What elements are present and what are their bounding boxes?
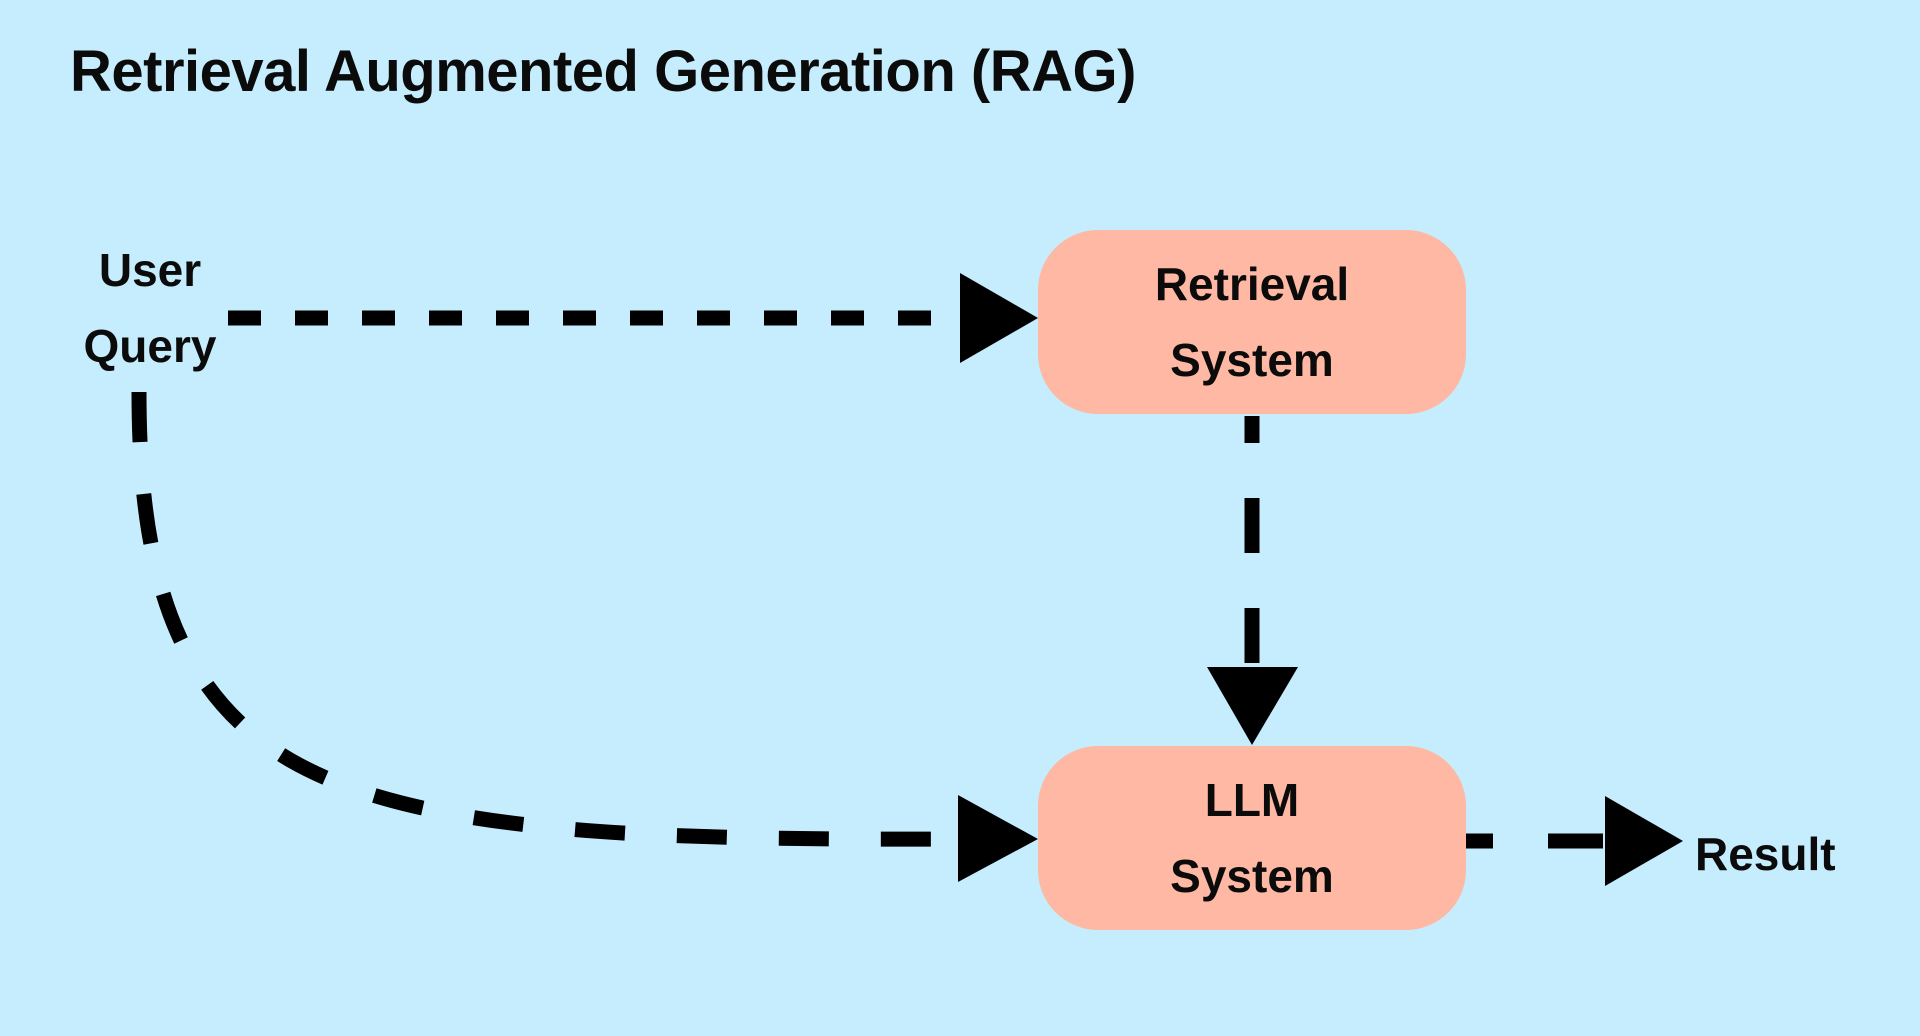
edge-retrieval-to-llm [1207,416,1298,745]
edge-llm-to-result [1466,796,1683,886]
arrowhead-retrieval-in [960,273,1038,363]
diagram-title: Retrieval Augmented Generation (RAG) [70,39,1136,104]
arrowhead-result-in [1605,796,1683,886]
edge-query-to-llm [131,391,1038,882]
llm-system-line1: LLM [1204,774,1300,826]
edge-query-to-retrieval [228,273,1038,363]
retrieval-system-line2: System [1170,334,1334,386]
edge-query-to-llm-curve [131,391,959,847]
arrowhead-llm-top-in [1207,667,1298,745]
arrowhead-llm-left-in [958,795,1038,882]
llm-system-line2: System [1170,850,1334,902]
node-llm-system: LLM System [1038,746,1466,930]
node-retrieval-system: Retrieval System [1038,230,1466,414]
retrieval-system-line1: Retrieval [1154,258,1350,310]
node-user-query: User Query [70,232,230,384]
user-query-line2: Query [83,320,217,372]
user-query-line1: User [98,244,202,296]
node-result: Result [1695,828,1836,880]
